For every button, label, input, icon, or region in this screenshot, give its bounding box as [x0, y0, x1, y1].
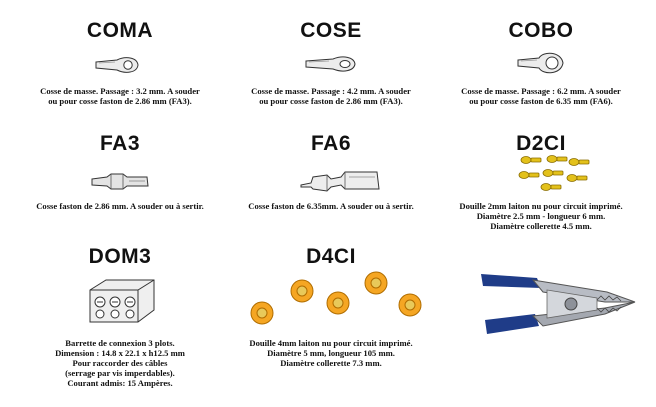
product-coma-desc-wrap: Cosse de masse. Passage : 3.2 mm. A soud…	[11, 86, 229, 106]
product-fa6-desc-wrap: Cosse faston de 6.35mm. A souder ou à se…	[222, 201, 440, 211]
product-dom3: DOM3	[11, 245, 229, 269]
product-description: Barrette de connexion 3 plots. Dimension…	[55, 338, 185, 388]
product-code: FA6	[310, 132, 351, 155]
product-code: D4CI	[306, 245, 356, 268]
product-code: COBO	[508, 19, 574, 42]
product-cobo: COBO	[432, 19, 650, 43]
product-description: Cosse faston de 6.35mm. A souder ou à se…	[248, 201, 414, 211]
product-d4ci-desc-wrap: Douille 4mm laiton nu pour circuit impri…	[222, 338, 440, 368]
product-d2ci-desc-wrap: Douille 2mm laiton nu pour circuit impri…	[432, 201, 650, 231]
product-description: Douille 4mm laiton nu pour circuit impri…	[249, 338, 413, 368]
fa3-faston-image	[91, 173, 149, 190]
product-d2ci: D2CI	[432, 132, 650, 156]
product-code: D2CI	[516, 132, 566, 155]
crocodile-clip-photo	[477, 262, 647, 344]
product-cose: COSE	[222, 19, 440, 43]
product-code: FA3	[99, 132, 140, 155]
d4ci-socket-image	[250, 271, 422, 325]
product-coma: COMA	[11, 19, 229, 43]
product-description: Cosse faston de 2.86 mm. A souder ou à s…	[36, 201, 204, 211]
product-code: DOM3	[88, 245, 152, 268]
product-code: COSE	[300, 19, 362, 42]
product-description: Cosse de masse. Passage : 4.2 mm. A soud…	[251, 86, 411, 106]
product-dom3-desc-wrap: Barrette de connexion 3 plots. Dimension…	[11, 338, 229, 388]
product-fa3-desc-wrap: Cosse faston de 2.86 mm. A souder ou à s…	[11, 201, 229, 211]
coma-lug-image	[95, 57, 139, 73]
product-cobo-desc-wrap: Cosse de masse. Passage : 6.2 mm. A soud…	[432, 86, 650, 106]
fa6-faston-image	[300, 171, 380, 192]
cose-lug-image	[305, 56, 356, 72]
cobo-lug-image	[517, 52, 564, 74]
product-fa6: FA6	[222, 132, 440, 156]
product-d4ci: D4CI	[222, 245, 440, 269]
product-fa3: FA3	[11, 132, 229, 156]
d2ci-socket-image	[518, 155, 590, 191]
product-code: COMA	[86, 19, 154, 42]
product-description: Cosse de masse. Passage : 6.2 mm. A soud…	[461, 86, 621, 106]
product-cose-desc-wrap: Cosse de masse. Passage : 4.2 mm. A soud…	[222, 86, 440, 106]
dom3-connector-image	[89, 279, 155, 323]
product-description: Douille 2mm laiton nu pour circuit impri…	[459, 201, 623, 231]
product-description: Cosse de masse. Passage : 3.2 mm. A soud…	[40, 86, 200, 106]
